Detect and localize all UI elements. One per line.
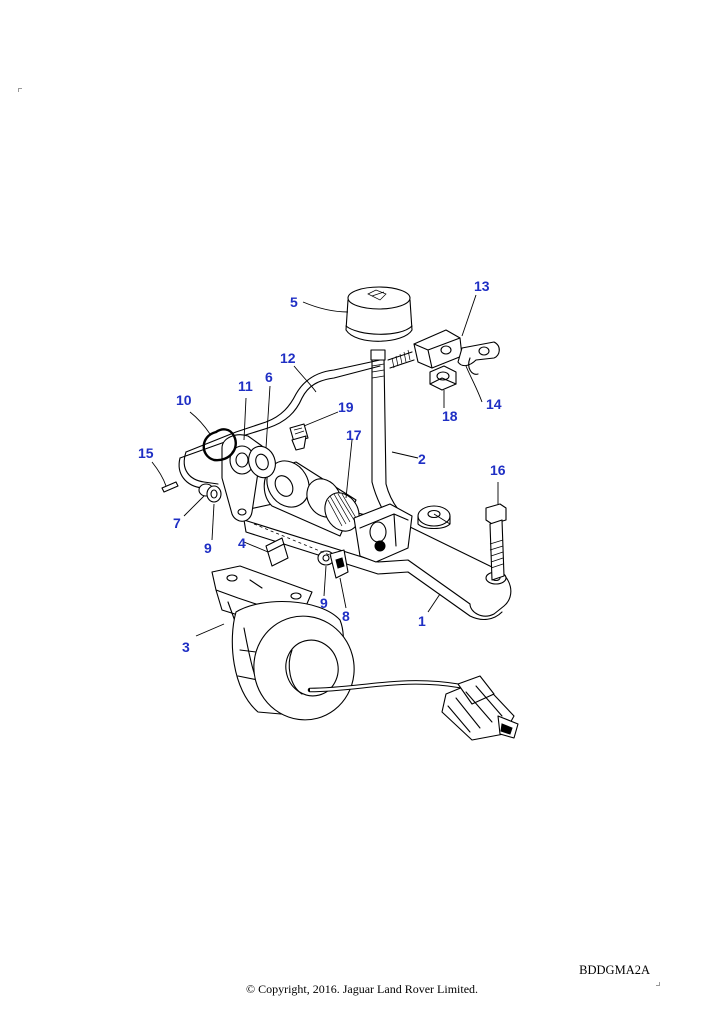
callout-7: 7 xyxy=(173,515,181,531)
callout-11: 11 xyxy=(238,378,253,394)
callout-18: 18 xyxy=(442,408,458,424)
callout-15: 15 xyxy=(138,445,154,461)
callout-9-left: 9 xyxy=(204,540,212,556)
callout-9-right: 9 xyxy=(320,595,328,611)
part-bolt xyxy=(485,503,507,581)
part-gear-lever xyxy=(353,349,413,563)
part-nut xyxy=(429,365,457,391)
callout-2: 2 xyxy=(418,451,426,467)
part-pin xyxy=(161,481,179,493)
callout-16: 16 xyxy=(490,462,506,478)
part-bush xyxy=(248,445,276,479)
leader-lines xyxy=(151,294,499,637)
callout-1: 1 xyxy=(418,613,426,629)
callout-12: 12 xyxy=(280,350,296,366)
part-solenoid-switch xyxy=(211,565,519,741)
part-clevis xyxy=(413,329,463,369)
callout-3: 3 xyxy=(182,639,190,655)
callout-5: 5 xyxy=(290,294,298,310)
part-roll-pin xyxy=(265,537,289,567)
callout-17: 17 xyxy=(346,427,362,443)
callout-labels: 1 2 3 4 5 6 7 8 9 9 10 11 12 13 14 15 16… xyxy=(138,278,506,655)
part-spring-clip xyxy=(457,341,500,375)
callout-14: 14 xyxy=(486,396,502,412)
callout-13: 13 xyxy=(474,278,490,294)
part-pivot-shaft xyxy=(263,460,360,537)
part-clip xyxy=(329,549,349,579)
part-selector-rod xyxy=(178,349,415,491)
callout-4: 4 xyxy=(238,535,246,551)
part-screw xyxy=(289,423,309,451)
diagram-reference-code: BDDGMA2A xyxy=(579,963,650,977)
copyright-notice: © Copyright, 2016. Jaguar Land Rover Lim… xyxy=(245,982,479,996)
callout-8: 8 xyxy=(342,608,350,624)
callout-6: 6 xyxy=(265,369,273,385)
callout-19: 19 xyxy=(338,399,354,415)
part-washer-left xyxy=(198,483,222,503)
part-retaining-ring xyxy=(202,428,237,462)
callout-10: 10 xyxy=(176,392,192,408)
assembly-guide-line xyxy=(253,523,333,557)
part-gear-knob xyxy=(345,286,413,342)
corner-mark-top-left xyxy=(18,88,22,92)
